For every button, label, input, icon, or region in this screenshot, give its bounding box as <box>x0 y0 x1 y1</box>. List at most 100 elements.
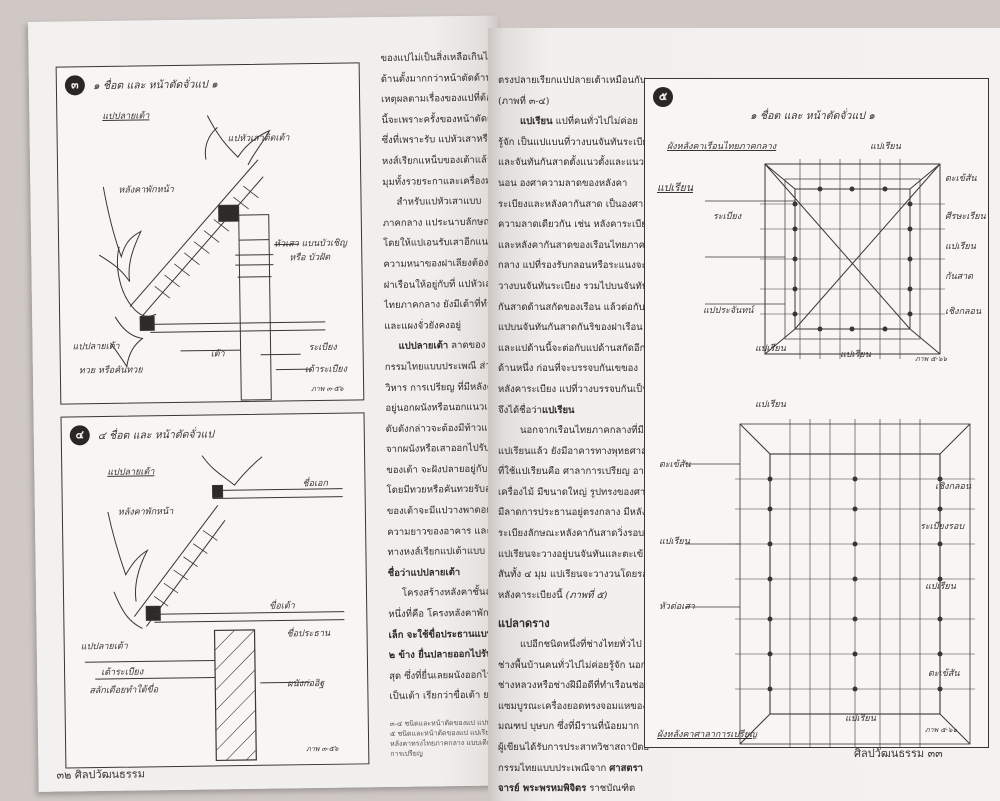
text-run: ลาดของ <box>448 339 486 352</box>
figure-5-bottom-label: แปเรียน <box>925 582 956 592</box>
figure-5-top-label: ภาพ ๕-๖๖ <box>915 355 947 363</box>
figure-5-bottom-label: ระเบียงรอบ <box>920 522 965 532</box>
text-line: ระเบียงและหลังคากันสาด เป็นองศา <box>498 198 644 210</box>
text-line: ของแปไม่เป็นสิ่งเหลือเกินไป <box>380 51 493 65</box>
text-line: ของเต้า จะฝังปลายอยู่กับเสา <box>386 463 499 476</box>
right-page: ตรงปลายเรียกแปปลายเต้าเหมือนกัน (ภาพที่ … <box>488 28 1000 801</box>
text-run: จึงได้ชื่อว่า <box>498 404 542 416</box>
figure-ref: (ภาพที่ ๕) <box>565 589 608 601</box>
figure-3-badge: ๓ <box>64 75 86 96</box>
text-line: สุด ซึ่งที่ยื่นเลยผนังออกไปนั้น <box>389 669 502 682</box>
figure-5-bottom-label: ตะเข้สัน <box>659 460 691 470</box>
text-line: โดยมีทวยหรือคันทวยรับอยู่ <box>386 483 497 497</box>
text-line: สันทั้ง ๔ มุม แปเรียนจะวางวนโดยรอบ <box>498 569 650 581</box>
figure-3-label: หลังคาพักหน้า <box>118 184 174 196</box>
figure-3-label: หรือ บัวฝัด <box>289 252 331 264</box>
figure-5-bottom-label: หัวต่อเสา <box>659 602 695 612</box>
figure-5-drawing <box>685 159 975 747</box>
text-line: กรรมไทยแบบประเพณีจาก ศาสตรา <box>498 759 650 780</box>
text-line: อยู่นอกผนังหรือนอกแนวเสา <box>385 401 498 415</box>
text-line: ชื่อว่าแปปลายเต้า <box>387 566 461 579</box>
text-line: นี้จะเพราะครั้งของหน้าตัดแป <box>381 113 494 126</box>
figure-3-label: เต้าระเบียง <box>304 364 348 376</box>
figure-3-label: หัวเสา แบนบัวเชิญ <box>274 238 347 250</box>
text-line: มุมทั้งรวยระกาและเครื่องมุง <box>382 175 495 188</box>
text-line: กลาง แปที่รองรับกลอนหรือระแนงจะ <box>498 260 647 272</box>
text-line: หลังคาระเบียงนี้ (ภาพที่ ๕) <box>498 586 650 607</box>
text-line: แปบนจันทันกันสาดกันริของฝาเรือน <box>498 322 643 334</box>
figure-3-label: ทวย หรือคันทวย <box>78 365 143 377</box>
text-line: และแปด้านนี้จะต่อกับแปด้านสกัดอีก <box>498 342 646 354</box>
figure-3-title: ๑ ชื่อต และ หน้าตัดจั่วแป ๑ <box>92 78 218 93</box>
figure-3: ๓ ๑ ชื่อต และ หน้าตัดจั่วแป ๑ แปปลายเต้า… <box>55 62 365 405</box>
right-folio: ศิลปวัฒนธรรม ๓๓ <box>854 747 943 760</box>
text-run: แปที่คนทั่วไปไม่ค่อย <box>555 116 638 128</box>
text-line: ของเต้าจะมีแปวางพาดอยู่ <box>386 504 492 518</box>
figure-5-top-label: กันสาด <box>945 272 973 282</box>
text-line: กันสาดด้านสกัดของเรือน แล้วต่อกับ <box>498 301 645 313</box>
text-line: เล็ก จะใช้ขื่อประธานแบบเล็กๆ <box>388 627 501 641</box>
text-line: โครงสร้างหลังคาชั้นล่างที่ <box>401 586 501 600</box>
figure-5-bottom-label: แปเรียน <box>659 537 690 547</box>
figure-4-badge: ๔ <box>69 425 90 446</box>
text-line: หงส์เรียกแหน็บของเต้าแล้ว <box>381 154 493 168</box>
text-line: และแผงจั่วยังคงอยู่ <box>384 319 462 332</box>
text-line: ไทยภาคกลาง ยังมีเต้าที่ทำ <box>383 298 493 312</box>
bold-term: แปปลายเต้า <box>398 340 449 353</box>
figure-3-label: เต้า <box>210 349 225 360</box>
text-line: แปอีกชนิดหนึ่งที่ช่างไทยทั่วไป <box>520 639 642 651</box>
bold-term: แปเรียน <box>520 116 553 128</box>
figure-4-subtitle: แปปลายเต้า <box>107 467 155 478</box>
text-line: แปเรียนจะวางอยู่บนจันทันและตะเข้ <box>498 548 644 560</box>
figure-3-drawing <box>98 115 326 401</box>
figure-5-title: ๑ ชื่อต และ หน้าตัดจั่วแป ๑ <box>750 110 875 122</box>
text-line: และหลังคากันสาดของเรือนไทยภาค <box>498 239 645 251</box>
text-line: มีลาดการประธานอยู่ตรงกลาง มีหลังคา <box>498 507 650 519</box>
figure-3-label: ระเบียง <box>308 342 337 354</box>
text-run: กรรมไทยแบบประเพณีจาก <box>498 762 610 774</box>
figure-3-label: ภาพ ๓-๕๖ <box>311 384 344 394</box>
figure-5-top-label: เชิงกลอน <box>945 307 982 317</box>
figure-3-label: แปปลายเต้า <box>72 341 120 353</box>
figure-5-sign: ภาพ ๕-๖๖ <box>925 726 957 734</box>
left-text-column: ของแปไม่เป็นสิ่งเหลือเกินไป ด้านตั้งมากก… <box>380 48 501 708</box>
figure-5-left-label: แปเรียน <box>657 182 693 194</box>
text-line: แปเรียนแล้ว ยังมีอาคารทางพุทธศาสน <box>498 445 650 457</box>
right-text-column: ตรงปลายเรียกแปปลายเต้าเหมือนกัน (ภาพที่ … <box>498 71 650 800</box>
text-line: หนึ่งที่คือ โครงหลังคาพักหน้า <box>388 607 501 621</box>
text-line: ด้านตั้งมากกว่าหน้าตัดด้านนอน <box>380 71 493 85</box>
text-line: แซมบูรณะเครื่องยอดทรงจอมแหของ <box>498 700 648 712</box>
bold-term: ศาสตรา <box>609 762 644 774</box>
text-line: วางบนจันทันระเบียง รวมไปบนจันทัน <box>498 280 649 292</box>
figure-4-label: ผนังก่ออิฐ <box>287 678 325 690</box>
text-line: จารย์ พระพรหมพิจิตร ราชบัณฑิต <box>498 779 650 800</box>
figure-5-top-label: แปเรียน <box>870 142 901 152</box>
text-line: ด้านหนึ่ง ก่อนที่จะบรรจบกันเขของ <box>498 363 638 375</box>
text-line: แปเรียน แปที่คนทั่วไปไม่ค่อย <box>498 112 650 133</box>
figure-4-label: ขื่อเต้า <box>269 601 295 612</box>
figure-5-bottom-caption: ผังหลังคาศาลาการเปรียญ <box>657 730 757 740</box>
text-line: ความลาดเดียวกัน เช่น หลังคาระเบียง <box>498 219 650 231</box>
text-line: โดยให้แปเอนรับเสาอีกแนว <box>383 236 494 250</box>
text-line: เครื่องไม้ มีขนาดใหญ่ รูปทรงของศาลา <box>498 486 650 498</box>
text-line: ผู้เขียนได้รับการประสาทวิชาสถาปัตย <box>498 742 650 753</box>
figure-5-bottom-label: เชิงกลอน <box>935 482 972 492</box>
section-heading: แปลาดราง <box>498 617 550 631</box>
figure-5-badge: ๕ <box>653 87 673 107</box>
text-line: ช่างหลวงหรือช่างฝีมือดีที่ทำเรือนช่อม <box>498 680 650 692</box>
bold-term: แปเรียน <box>541 404 575 416</box>
text-line: ที่ใช้แปเรียนคือ ศาลาการเปรียญ อาคาร <box>498 466 650 478</box>
text-line: เป็นเต้า เรียกว่าขื่อเต้า ยอด <box>389 689 501 703</box>
figure-5-top-label: ศีรษะเรียน <box>945 212 986 222</box>
text-line: ภาคกลาง แประนาบลักษณะ <box>382 216 495 229</box>
text-line: ๒ ข้าง ยื่นปลายออกไปรับหลังคา <box>388 648 502 662</box>
figure-5-bottom-label: แปเรียน <box>755 400 786 410</box>
text-line: หลังคาระเบียง แปที่วางบรรจบกันเป็น <box>498 383 649 395</box>
figure-4-drawing <box>84 455 345 762</box>
text-line: รู้จัก เป็นแปแบนที่วางบนจันทันระเบียง <box>498 136 650 148</box>
figure-5-top-subtitle: ผังหลังคาเรือนไทยภาคกลาง <box>667 142 777 152</box>
text-run: ราชบัณฑิต <box>586 783 636 795</box>
text-line: มณฑป บุษบก ซึ่งที่มีรานที่น้อยมาก <box>498 721 640 733</box>
text-line: วิหาร การเปรียญ ที่มีหลังคา <box>385 380 498 394</box>
